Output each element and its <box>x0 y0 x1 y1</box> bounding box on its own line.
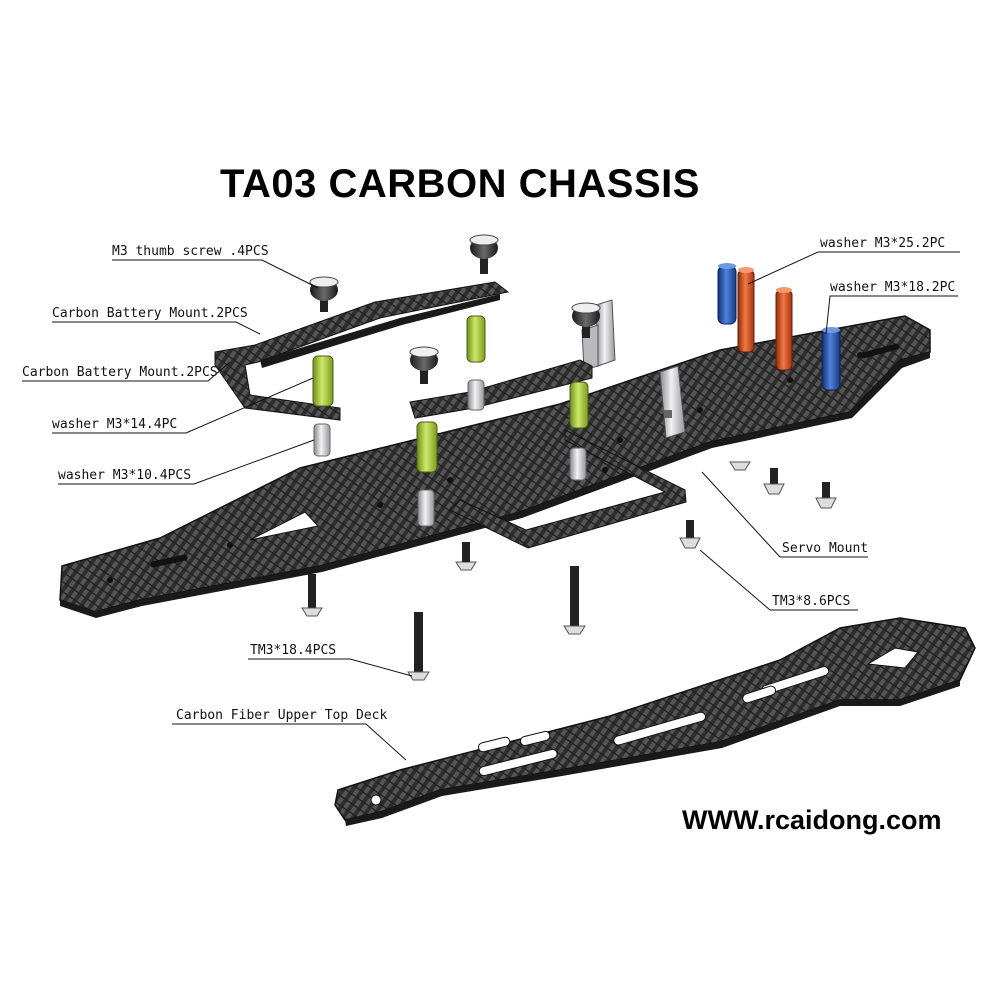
diagram-title: TA03 CARBON CHASSIS <box>220 162 700 206</box>
thumb-screws <box>309 234 601 384</box>
label-washer-10: washer M3*10.4PCS <box>58 468 191 483</box>
label-washer-14: washer M3*14.4PC <box>52 417 177 432</box>
silver-washers <box>313 379 587 527</box>
tm3-18-screws <box>301 566 586 681</box>
chassis-cutout <box>249 511 319 541</box>
label-servo-mount: Servo Mount <box>782 541 868 556</box>
main-chassis-plate <box>59 315 931 618</box>
battery-mount-upper <box>214 281 510 421</box>
deck-slots <box>370 647 919 806</box>
label-thumb-screw: M3 thumb screw .4PCS <box>112 244 269 259</box>
label-upper-deck: Carbon Fiber Upper Top Deck <box>176 708 387 723</box>
leader-lines <box>22 251 960 761</box>
website-url: WWW.rcaidong.com <box>682 805 942 835</box>
tm3-8-screws <box>455 461 837 571</box>
blue-standoffs <box>717 263 841 391</box>
label-washer-25: washer M3*25.2PC <box>820 236 945 251</box>
label-battery-mount-lower: Carbon Battery Mount.2PCS <box>22 365 218 380</box>
orange-standoffs <box>737 267 793 371</box>
part-labels: M3 thumb screw .4PCS Carbon Battery Moun… <box>22 236 955 723</box>
label-tm3-8: TM3*8.6PCS <box>772 594 850 609</box>
label-tm3-18: TM3*18.4PCS <box>250 643 336 658</box>
upper-top-deck <box>334 617 976 826</box>
battery-mount-lower <box>409 359 687 549</box>
green-standoffs <box>312 315 589 473</box>
label-battery-mount-upper: Carbon Battery Mount.2PCS <box>52 306 248 321</box>
label-washer-18: washer M3*18.2PC <box>830 280 955 295</box>
servo-mount <box>581 299 686 439</box>
